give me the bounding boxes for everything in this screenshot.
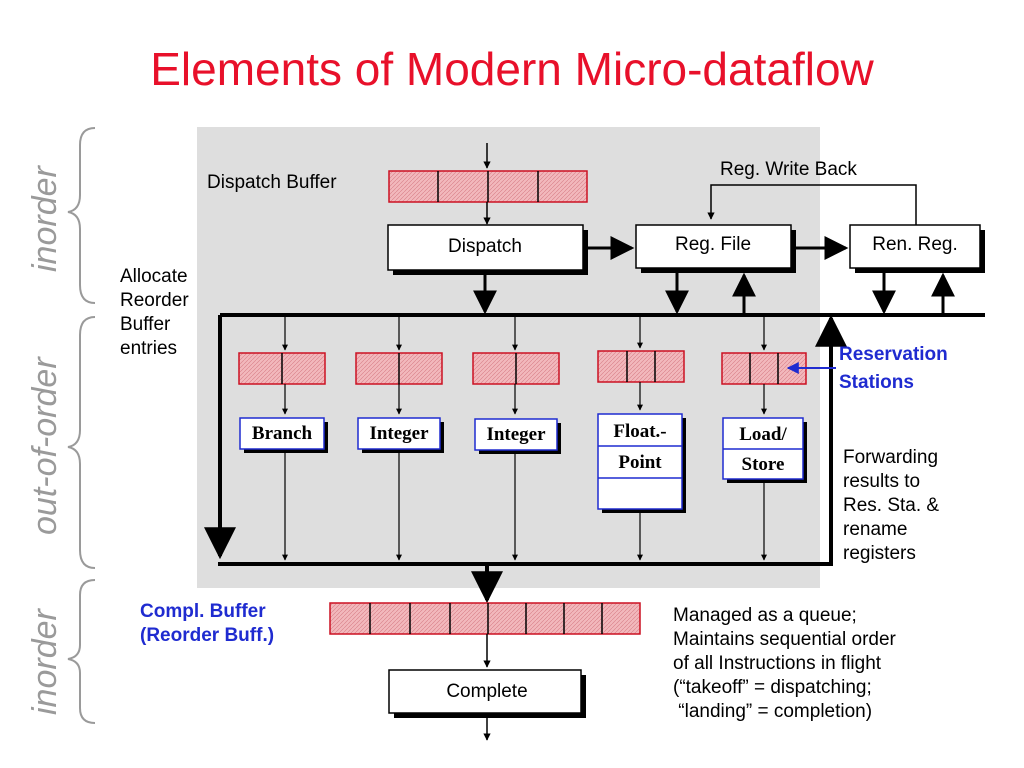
reg-write-back-path [707,184,917,225]
forwarding-label-5: registers [843,543,916,564]
integer2-unit [474,418,558,451]
forwarding-label-3: Res. Sta. & [843,495,939,516]
complete-box [388,669,582,714]
float-unit-label-1: Float.- [613,421,666,442]
allocate-label-2: Reorder [120,290,189,311]
forwarding-label-4: rename [843,519,907,540]
managed-label-4: (“takeoff” = dispatching; [673,677,872,698]
integer1-unit-label: Integer [369,423,429,444]
dispatch-label: Dispatch [448,236,522,257]
reservation-stations-label-1: Reservation [839,344,948,365]
float-unit-label-2: Point [618,452,662,473]
dispatch-buffer [388,170,588,203]
completion-buffer [329,602,641,635]
page-title: Elements of Modern Micro-dataflow [150,43,874,95]
rs-branch [238,352,326,385]
inorder-top-label: inorder [26,164,64,272]
rs-float [597,350,685,383]
reg-file-label: Reg. File [675,234,751,255]
allocate-label-3: Buffer [120,314,171,335]
managed-label-1: Managed as a queue; [673,605,857,626]
dispatch-buffer-label: Dispatch Buffer [207,172,337,193]
inorder-top-brace [67,127,96,304]
out-of-order-label: out-of-order [26,356,64,535]
managed-label-2: Maintains sequential order [673,629,897,650]
bus-to-rs-arrows [282,315,767,351]
reg-write-back-label: Reg. Write Back [720,159,857,180]
forwarding-label-1: Forwarding [843,447,938,468]
loadstore-unit-label-2: Store [742,454,785,475]
rs-integer2 [472,352,560,385]
float-unit [597,413,683,510]
compl-buffer-label-2: (Reorder Buff.) [140,625,274,646]
branch-unit-label: Branch [252,423,313,444]
compl-buffer-label-1: Compl. Buffer [140,601,266,622]
integer2-unit-label: Integer [486,424,546,445]
ren-reg-label: Ren. Reg. [872,234,958,255]
ren-reg-box [849,224,981,269]
allocate-label-4: entries [120,338,177,359]
inorder-bottom-brace [67,579,96,724]
out-of-order-brace [67,316,96,569]
managed-label-5: “landing” = completion) [673,701,872,722]
managed-label-3: of all Instructions in flight [673,653,882,674]
branch-unit [239,417,325,450]
loadstore-unit-label-1: Load/ [739,424,787,445]
forwarding-label-2: results to [843,471,920,492]
complete-label: Complete [446,681,527,702]
integer1-unit [357,417,441,450]
allocate-label-1: Allocate [120,266,188,287]
rs-integer1 [355,352,443,385]
reg-file-box [635,224,792,269]
reservation-stations-label-2: Stations [839,372,914,393]
inorder-bottom-label: inorder [26,607,64,715]
unit-to-bus-arrows [282,453,767,561]
rs-to-unit-arrows [282,382,767,415]
